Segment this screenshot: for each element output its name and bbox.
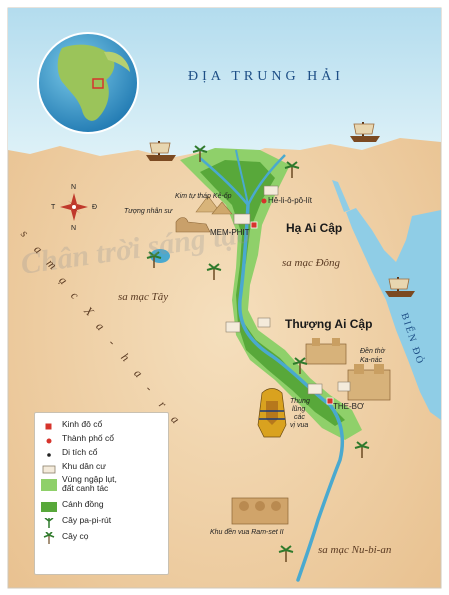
ship-icon <box>146 141 176 161</box>
site-label-ramses: Khu đền vua Ram-set II <box>210 529 284 536</box>
legend-item-flood: Vùng ngập lụt,đất canh tác <box>41 475 117 493</box>
legend-label: Thành phố cổ <box>62 432 114 443</box>
legend-item-settlement: Khu dân cư <box>41 460 106 474</box>
desert-label-nubian: sa mạc Nu-bi-an <box>318 544 392 556</box>
palm-tree-icon <box>278 545 294 562</box>
palm-tree-icon <box>284 161 300 178</box>
site-label-valley-1: Thung <box>290 398 310 405</box>
legend-item-papyrus: Cây pa-pi-rút <box>41 514 112 528</box>
legend-label: Vùng ngập lụt, <box>62 474 117 484</box>
palm-tree-icon <box>206 263 222 280</box>
city-label-heliopolis: Hê-li-ô-pô-lít <box>268 196 313 205</box>
flood-swatch-icon <box>41 478 57 491</box>
legend-label: Kinh đô cổ <box>62 418 103 429</box>
nile-delta-branch-east <box>246 154 286 206</box>
papyrus-icon <box>41 515 57 528</box>
site-label-karnak-1: Đền thờ <box>360 348 385 355</box>
sea-label-mediterranean: ĐỊA TRUNG HẢI <box>188 69 344 84</box>
legend-label: Cánh đồng <box>62 498 104 509</box>
legend-item-site: Di tích cổ <box>41 447 97 457</box>
nile-river <box>238 203 344 582</box>
capital-marker-memphis <box>250 221 258 229</box>
compass-label-north: N <box>71 184 77 191</box>
ship-icon <box>385 277 415 297</box>
palm-tree-icon <box>192 145 208 162</box>
abu-simbel-icon <box>231 497 289 525</box>
nile-flood-zone <box>180 148 362 440</box>
desert-label-east: sa mạc Đông <box>282 257 341 269</box>
site-label-karnak-2: Ka-nác <box>360 357 383 364</box>
legend-item-palm: Cây cọ <box>41 530 89 544</box>
palm-tree-icon <box>146 251 162 268</box>
pyramids-icon <box>195 195 233 215</box>
site-label-valley-4: vị vua <box>290 422 309 429</box>
settlement-icon <box>225 321 241 333</box>
globe-inset <box>37 32 139 134</box>
globe-locator-box <box>92 78 104 89</box>
field-zone <box>200 160 345 426</box>
capital-label-thebes: THE-BƠ <box>333 402 364 411</box>
settlement-icon <box>337 381 351 392</box>
legend-label: Di tích cổ <box>62 446 98 457</box>
desert-label-west: sa mạc Tây <box>118 291 169 303</box>
compass-label-south: N <box>71 225 77 232</box>
karnak-temple-icon <box>305 338 347 365</box>
palm-tree-icon <box>292 357 308 374</box>
luxor-temple-icon <box>347 364 391 401</box>
site-label-pyramids: Kim tự tháp Kê-ốp <box>175 193 232 200</box>
ship-icon <box>350 122 380 142</box>
compass-rose-icon <box>60 193 88 221</box>
nile-delta-branch-west <box>199 157 249 206</box>
settlement-icon <box>263 185 279 196</box>
sphinx-icon <box>175 217 211 233</box>
legend-label: Khu dân cư <box>62 460 106 471</box>
site-label-valley-3: các <box>294 414 305 421</box>
city-dot-icon <box>41 433 57 444</box>
settlement-icon <box>307 383 323 395</box>
fayum-lake <box>150 249 170 263</box>
compass-label-west: T <box>51 204 56 211</box>
palm-tree-icon <box>354 441 370 458</box>
settlement-icon <box>257 317 271 328</box>
compass-label-east: Đ <box>92 204 98 211</box>
settlement-icon <box>41 461 57 474</box>
nile-delta-branch-mid <box>235 149 249 206</box>
map-legend: Kinh đô cổ Thành phố cổ Di tích cổ Khu d… <box>34 412 169 575</box>
capital-label-memphis: MEM-PHIT <box>210 228 250 237</box>
palm-icon <box>41 531 57 544</box>
legend-label-line2: đất canh tác <box>62 482 109 493</box>
settlement-icon <box>233 213 251 225</box>
gulf-of-suez <box>332 180 350 212</box>
capital-marker-thebes <box>326 397 334 405</box>
legend-item-field: Cánh đồng <box>41 498 104 512</box>
pharaoh-mask-icon <box>257 388 287 438</box>
legend-label: Cây cọ <box>62 530 89 541</box>
red-sea <box>346 208 441 420</box>
field-swatch-icon <box>41 499 57 512</box>
capital-square-icon <box>41 419 57 431</box>
region-label-lower-egypt: Hạ Ai Cập <box>286 221 343 235</box>
site-label-valley-2: lũng <box>292 406 306 413</box>
legend-item-city: Thành phố cổ <box>41 432 114 444</box>
site-dot-icon <box>41 447 57 457</box>
legend-label: Cây pa-pi-rút <box>62 514 112 525</box>
legend-item-capital: Kinh đô cổ <box>41 418 103 431</box>
region-label-upper-egypt: Thượng Ai Cập <box>285 317 373 331</box>
site-label-sphinx: Tượng nhân sư <box>124 208 173 215</box>
city-marker-heliopolis <box>261 198 267 204</box>
